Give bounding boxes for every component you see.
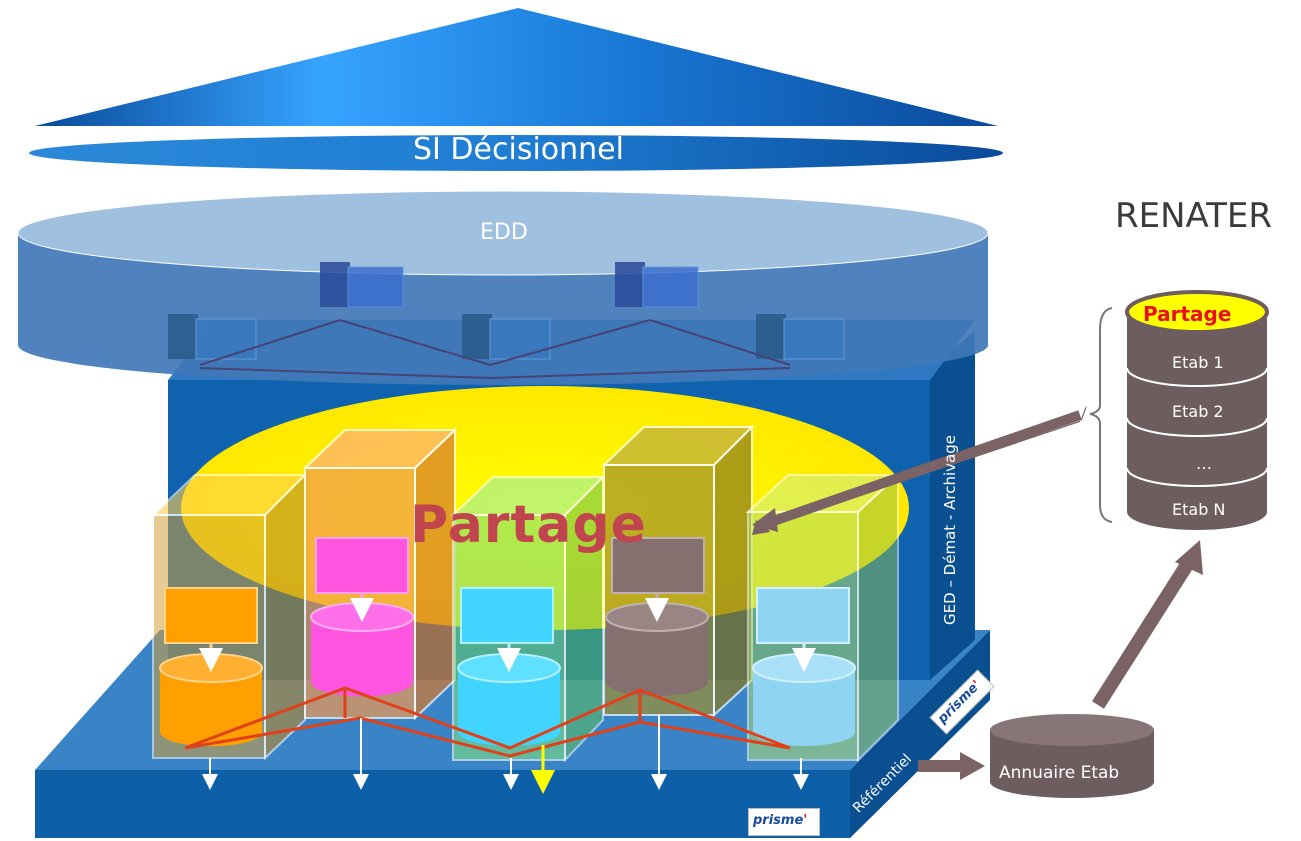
si-pyramid — [35, 8, 998, 126]
grey-arrows — [752, 406, 1203, 780]
network-lines — [184, 686, 791, 758]
base-arrows — [202, 715, 809, 794]
partage-db-label: Partage — [1143, 302, 1232, 326]
annuaire-label: Annuaire Etab — [999, 763, 1120, 783]
renater-label: RENATER — [1115, 196, 1273, 236]
base-slab-front — [35, 770, 850, 838]
column-pink — [302, 427, 458, 721]
etab-1-label: Etab 1 — [1172, 353, 1224, 372]
ged-label: GED – Démat - Archivage — [941, 435, 959, 625]
si-decisionnel-label: SI Décisionnel — [413, 132, 624, 167]
annuaire-cylinder — [990, 714, 1154, 798]
edd-cylinder-top — [17, 190, 989, 276]
si-disc — [29, 135, 1003, 171]
edd-cubes — [168, 262, 845, 380]
column-orange — [150, 472, 308, 761]
etab-2-label: Etab 2 — [1172, 402, 1224, 421]
column-brown — [601, 424, 755, 718]
etab-n-label: Etab N — [1172, 500, 1226, 519]
column-lightblue — [745, 472, 901, 763]
etab-ellipsis-label: … — [1196, 454, 1212, 473]
partage-center-label: Partage — [410, 495, 647, 555]
prisme-logo: prisme' — [748, 808, 820, 836]
inner-arrows — [199, 593, 816, 672]
edd-cylinder — [18, 233, 988, 385]
etab-stack — [1089, 290, 1269, 530]
base-slab-side — [850, 630, 990, 838]
prisme-logo-mark: ' — [803, 813, 808, 828]
prisme-logo-text: prisme — [753, 813, 804, 828]
central-box-side — [930, 330, 975, 680]
edd-label: EDD — [480, 220, 528, 245]
